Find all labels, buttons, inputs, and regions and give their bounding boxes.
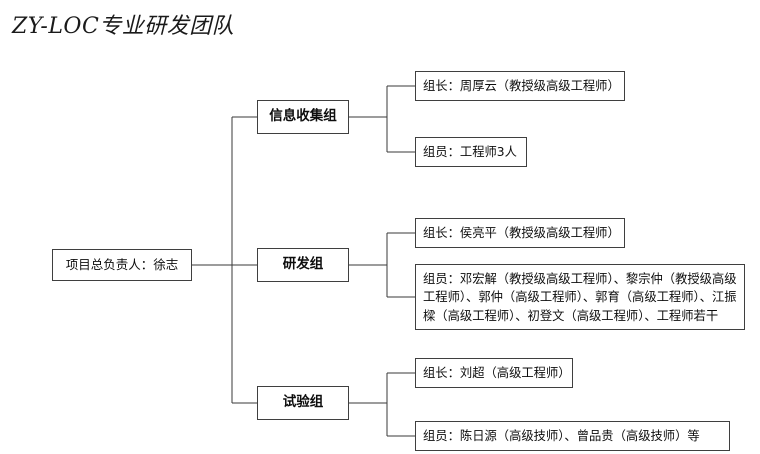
node-label: 组员：邓宏解（教授级高级工程师）、黎宗仲（教授级高级工程师）、郭仲（高级工程师）… [423, 272, 737, 323]
node-group-testing[interactable]: 试验组 [257, 386, 349, 420]
node-label: 项目总负责人：徐志 [65, 256, 179, 272]
node-group-research-development[interactable]: 研发组 [257, 248, 349, 282]
node-label: 组员：陈日源（高级技师）、曾品贵（高级技师）等 [423, 428, 700, 443]
node-research-development-members[interactable]: 组员：邓宏解（教授级高级工程师）、黎宗仲（教授级高级工程师）、郭仲（高级工程师）… [415, 264, 745, 330]
page-title: ZY-LOC专业研发团队 [12, 14, 235, 39]
node-testing-leader[interactable]: 组长：刘超（高级工程师） [415, 358, 573, 388]
node-label: 研发组 [282, 256, 324, 273]
node-research-development-leader[interactable]: 组长：侯亮平（教授级高级工程师） [415, 218, 625, 248]
node-label: 组员：工程师3人 [423, 144, 517, 159]
node-label: 组长：刘超（高级工程师） [423, 365, 571, 380]
node-testing-members[interactable]: 组员：陈日源（高级技师）、曾品贵（高级技师）等 [415, 421, 730, 451]
node-project-leader[interactable]: 项目总负责人：徐志 [52, 249, 192, 281]
node-group-info-collection[interactable]: 信息收集组 [257, 100, 349, 134]
node-info-collection-members[interactable]: 组员：工程师3人 [415, 137, 527, 167]
node-label: 组长：周厚云（教授级高级工程师） [423, 78, 620, 93]
node-label: 组长：侯亮平（教授级高级工程师） [423, 225, 620, 240]
node-label: 信息收集组 [269, 108, 337, 125]
node-label: 试验组 [282, 394, 324, 411]
node-info-collection-leader[interactable]: 组长：周厚云（教授级高级工程师） [415, 71, 625, 101]
